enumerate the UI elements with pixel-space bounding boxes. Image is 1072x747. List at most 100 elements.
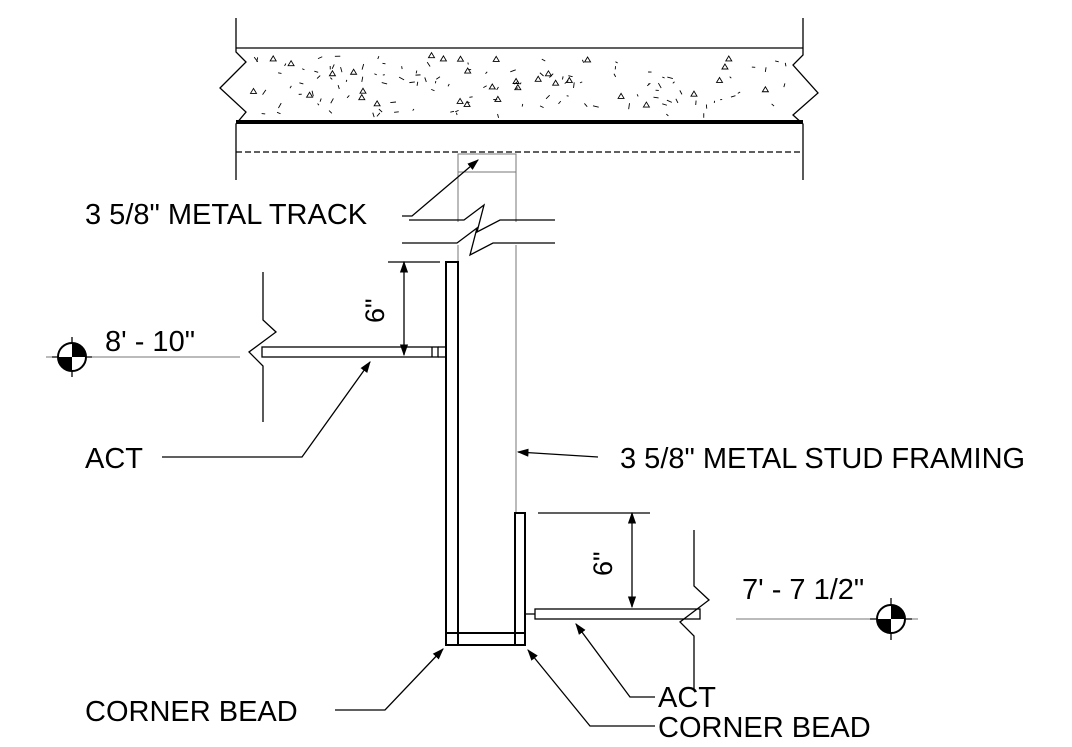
aggregate-speck (534, 75, 542, 82)
aggregate-speck (592, 105, 599, 108)
aggregate-speck (679, 90, 683, 95)
aggregate-speck (541, 58, 546, 62)
aggregate-speck (278, 102, 282, 109)
aggregate-speck (463, 67, 472, 74)
aggregate-speck (485, 71, 488, 74)
callout-metal-track: 3 5/8" METAL TRACK (85, 159, 479, 231)
dimension-lower: 6" (538, 511, 650, 609)
callout-corner-bead-right: CORNER BEAD (527, 649, 871, 744)
callout-act-lower: ACT (575, 623, 716, 714)
aggregate-speck (349, 68, 358, 75)
aggregate-speck (521, 103, 524, 107)
elevation-marker-upper: 8' - 10" (46, 326, 240, 377)
aggregate-speck (361, 76, 364, 82)
aggregate-speck (299, 82, 304, 85)
aggregate-speck (249, 87, 258, 94)
elevation-target-icon (876, 604, 906, 634)
dimension-upper: 6" (360, 260, 440, 357)
label-metal-stud-framing: 3 5/8" METAL STUD FRAMING (620, 443, 1025, 475)
aggregate-speck (764, 67, 767, 73)
aggregate-speck (328, 110, 333, 114)
aggregate-speck (565, 76, 574, 83)
aggregate-speck (579, 81, 583, 84)
aggregate-speck (376, 112, 381, 117)
aggregate-speck (330, 98, 334, 104)
label-corner-bead-right: CORNER BEAD (658, 712, 871, 744)
aggregate-speck (519, 82, 522, 85)
callout-corner-bead-left: CORNER BEAD (85, 648, 444, 728)
aggregate-speck (483, 85, 487, 88)
aggregate-speck (488, 83, 497, 90)
metal-stud (457, 245, 517, 512)
aggregate-speck (545, 94, 550, 100)
aggregate-speck (551, 79, 560, 86)
elevation-target-icon (57, 342, 87, 372)
aggregate-speck (721, 63, 729, 70)
aggregate-speck (317, 103, 320, 106)
aggregate-speck (372, 112, 375, 118)
aggregate-speck (398, 76, 405, 81)
aggregate-speck (636, 94, 639, 97)
aggregate-speck (646, 83, 650, 87)
aggregate-speck (617, 92, 625, 99)
aggregate-speck (662, 76, 665, 79)
aggregate-speck (658, 82, 662, 89)
aggregate-speck (256, 57, 259, 62)
aggregate-speck (775, 60, 779, 63)
label-act-left: ACT (85, 443, 143, 475)
aggregate-speck (374, 73, 377, 76)
aggregate-speck (450, 110, 455, 113)
aggregate-speck (390, 101, 397, 104)
concrete-aggregate-hatch (249, 51, 787, 118)
aggregate-speck (377, 56, 380, 60)
dimension-label-lower: 6" (588, 551, 618, 576)
aggregate-speck (328, 69, 337, 77)
aggregate-speck (340, 67, 343, 73)
aggregate-speck (662, 103, 668, 106)
aggregate-speck (426, 61, 431, 67)
aggregate-speck (346, 95, 350, 99)
aggregate-speck (381, 82, 388, 85)
aggregate-speck (724, 55, 733, 62)
aggregate-speck (584, 103, 588, 108)
aggregate-speck (439, 55, 448, 62)
aggregate-speck (331, 64, 335, 69)
aggregate-speck (566, 95, 569, 97)
aggregate-speck (729, 76, 732, 79)
elevation-marker-lower: 7' - 7 1/2" (736, 574, 918, 640)
aggregate-speck (412, 108, 415, 111)
aggregate-speck (675, 98, 679, 104)
aggregate-speck (496, 86, 499, 91)
aggregate-speck (455, 109, 459, 113)
aggregate-speck (583, 56, 592, 63)
aggregate-speck (317, 56, 323, 60)
aggregate-speck (737, 91, 741, 94)
aggregate-speck (581, 59, 585, 63)
aggregate-speck (359, 87, 367, 94)
aggregate-speck (667, 76, 673, 79)
aggregate-speck (456, 112, 458, 116)
aggregate-speck (494, 95, 502, 102)
act-ceiling-lower (525, 530, 711, 690)
aggregate-speck (613, 73, 617, 78)
aggregate-speck (302, 68, 305, 71)
aggregate-speck (262, 89, 267, 95)
aggregate-speck (467, 62, 469, 65)
aggregate-speck (558, 100, 562, 105)
aggregate-speck (771, 103, 775, 107)
aggregate-speck (416, 81, 419, 86)
aggregate-speck (666, 113, 669, 117)
aggregate-speck (345, 79, 348, 82)
aggregate-speck (278, 72, 282, 74)
aggregate-speck (573, 82, 575, 89)
aggregate-speck (289, 85, 292, 89)
aggregate-speck (514, 80, 519, 85)
aggregate-speck (431, 88, 435, 92)
aggregate-speck (761, 85, 770, 93)
label-metal-track: 3 5/8" METAL TRACK (85, 199, 368, 231)
aggregate-speck (510, 69, 516, 73)
aggregate-speck (382, 62, 386, 65)
aggregate-speck (357, 93, 366, 101)
aggregate-speck (415, 70, 418, 74)
aggregate-speck (311, 90, 314, 97)
